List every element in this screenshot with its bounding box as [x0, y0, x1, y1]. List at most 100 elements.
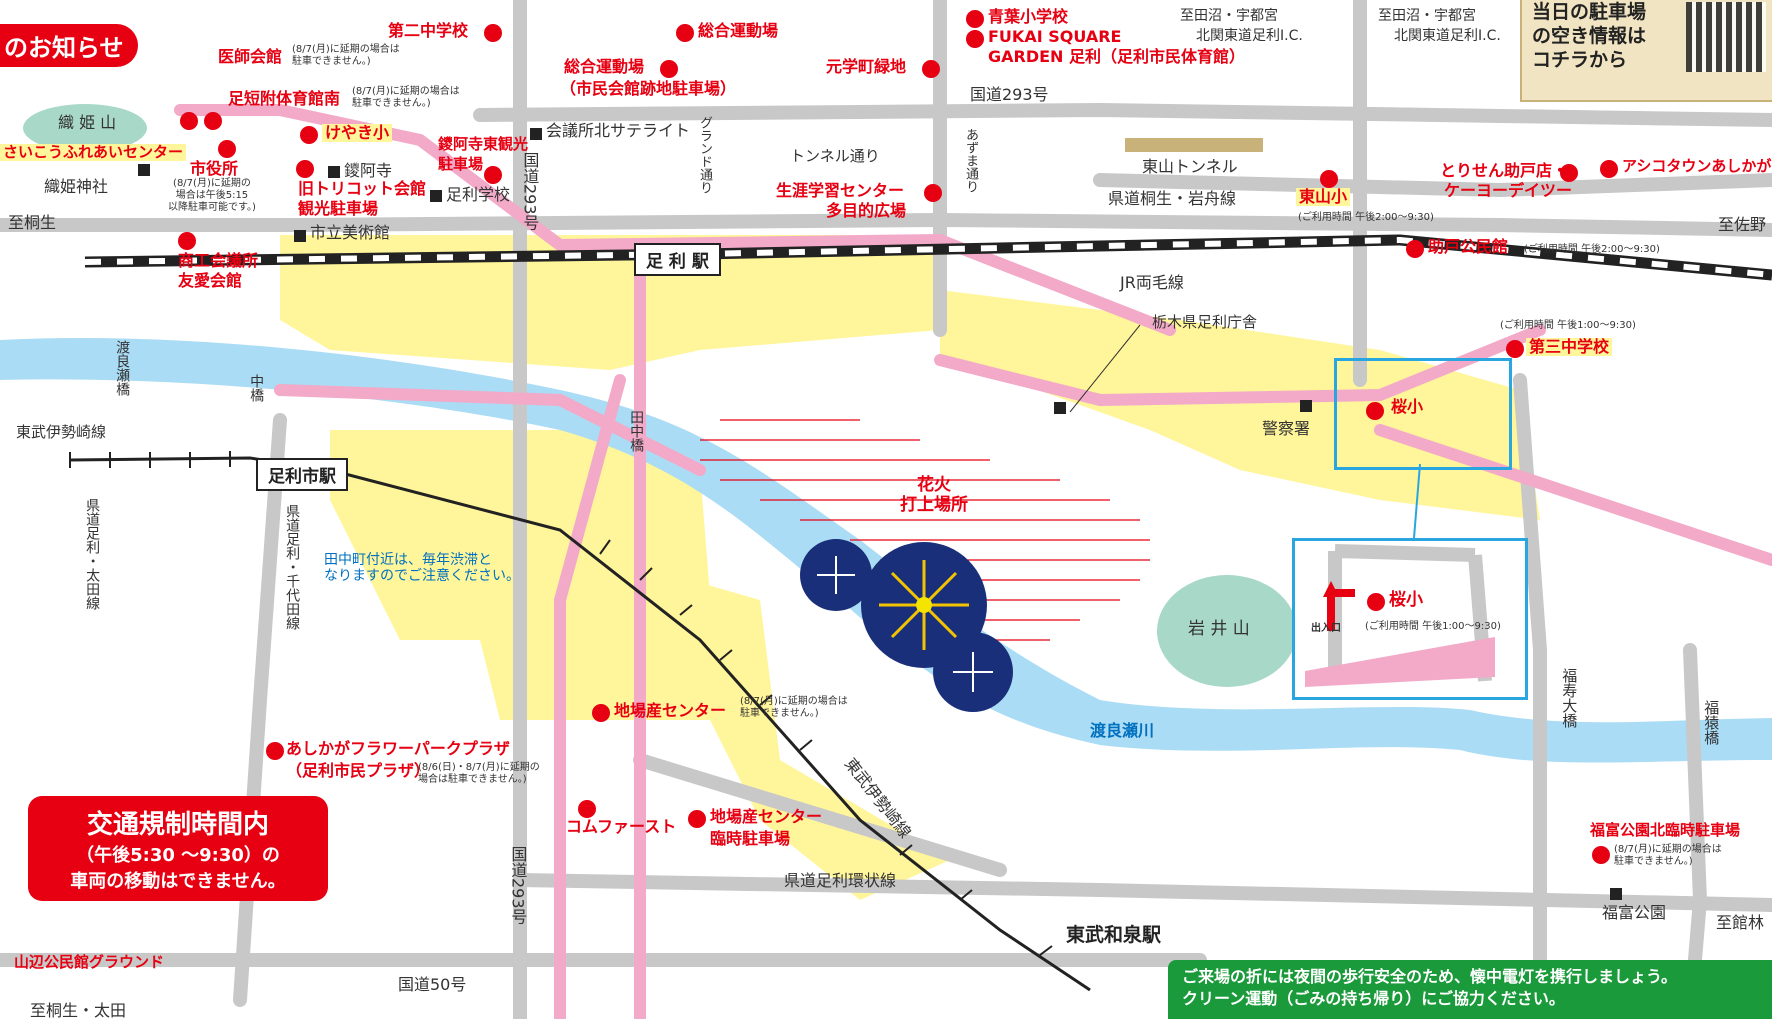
jibasan-temp-label: 地場産センター [710, 807, 823, 826]
parking-sign-line1: 当日の駐車場 [1532, 1, 1647, 23]
keyaki-label: けやき小 [322, 123, 393, 143]
shokokaigisho-marker [178, 232, 196, 250]
ashikaga-gakko-marker [430, 190, 442, 202]
fukutomi-park-marker [1610, 888, 1622, 900]
fukutomi-temp-label: 福富公園北臨時駐車場 [1590, 821, 1741, 839]
fukai-sub: GARDEN 足利（足利市民体育館） [988, 47, 1246, 66]
jibasan-temp-marker [688, 810, 706, 828]
to-kiryu-ota: 至桐生・太田 [30, 1001, 127, 1019]
qr-code-icon[interactable] [1686, 2, 1766, 72]
ashikaga-gakko-label: 足利学校 [446, 185, 511, 204]
tanki-note: (8/7(月)に延期の場合は 駐車できません。) [352, 86, 460, 109]
satellite-label: 会議所北サテライト [546, 121, 691, 140]
watarase-river-shape [0, 338, 1772, 763]
parking-sign-line3: コチラから [1532, 49, 1628, 71]
chiyoda-road: 県道足利・千代田線 [284, 504, 301, 630]
restriction-line2: 車両の移動はできません。 [70, 871, 286, 892]
parking-info-sign: 当日の駐車場 の空き情報は コチラから [1520, 0, 1772, 102]
tricot-sub-label: 観光駐車場 [298, 199, 379, 218]
sogo-parking-label: 総合運動場 [564, 57, 645, 76]
route293-vertical-top: 国道293号 [520, 152, 540, 231]
shogai-label: 生涯学習センター [776, 181, 905, 200]
orihime-shrine-marker [138, 164, 150, 176]
ota-road: 県道足利・太田線 [84, 498, 101, 610]
sakura-marker [1366, 402, 1384, 420]
bannaji-parking-sub: 駐車場 [438, 155, 484, 173]
wakaizumi-station: 東武和泉駅 [1066, 924, 1162, 946]
orihime-yama-label: 織 姫 山 [58, 113, 117, 132]
daisan-label: 第三中学校 [1526, 337, 1613, 357]
sukedo-label: 助戸公民館 [1428, 237, 1509, 256]
grand-street: グランド通り [696, 116, 712, 194]
flower-plaza-label: あしかがフラワーパークプラザ [286, 739, 510, 758]
daini-chu-label: 第二中学校 [388, 21, 469, 40]
sogo-undojo-label: 総合運動場 [698, 21, 779, 40]
sakura-inset-marker [1367, 593, 1385, 611]
keyaki-marker [300, 126, 318, 144]
watarase-bridge: 渡良瀬橋 [114, 340, 131, 396]
higashiyama-marker [1320, 170, 1338, 188]
sukedo-marker [1406, 240, 1424, 258]
torisen-sub: ケーヨーデイツー [1444, 181, 1573, 200]
sakura-label: 桜小 [1388, 397, 1427, 417]
prefecture-office-label: 栃木県足利庁舎 [1152, 313, 1258, 331]
bannaji-label: 鑁阿寺 [344, 161, 393, 180]
higashiyama-label: 東山小 [1296, 187, 1351, 207]
ishi-kaikan-note: (8/7(月)に延期の場合は 駐車できません。) [292, 44, 400, 67]
to-kiryu: 至桐生 [8, 213, 57, 232]
bannaji-parking-label: 鑁阿寺東観光 [438, 135, 529, 153]
shokokaigisho-label: 商工会議所 [178, 251, 259, 270]
fukai-label: FUKAI SQUARE [988, 27, 1122, 46]
art-museum-marker [294, 230, 306, 242]
ishi-kaikan-label: 医師会館 [218, 47, 283, 66]
shogai-marker [924, 184, 942, 202]
inset-connector [1413, 463, 1421, 539]
to-tatebayashi: 至館林 [1716, 913, 1765, 932]
satellite-marker [530, 128, 542, 140]
comfirst-marker [578, 800, 596, 818]
footer-line2: クリーン運動（ごみの持ち帰り）にご協力ください。 [1182, 989, 1565, 1009]
orihime-shrine-label: 織姫神社 [44, 177, 109, 196]
shogai-sub: 多目的広場 [826, 201, 907, 220]
office-leader-line [1069, 324, 1141, 413]
restriction-title: 交通規制時間内 [86, 810, 269, 840]
orihime-hill-shape [23, 104, 147, 152]
tanki-marker [180, 112, 198, 130]
kanjo-road: 県道足利環状線 [784, 871, 897, 890]
naka-bridge: 中橋 [248, 374, 265, 402]
jibasan-label: 地場産センター [614, 701, 727, 720]
tunnel-street: トンネル通り [790, 147, 880, 165]
main-roads [174, 104, 1772, 1019]
tricot-marker [296, 160, 314, 178]
sogo-undojo-marker [676, 24, 694, 42]
fukuen-bridge: 福猿橋 [1702, 700, 1721, 745]
to-sano: 至佐野 [1718, 215, 1767, 234]
ashicotown-label: アシコタウンあしかが [1622, 157, 1772, 175]
parking-sign-line2: の空き情報は [1532, 25, 1647, 47]
jr-ryomo-line [84, 234, 1772, 281]
tunnel-shape [1125, 138, 1263, 152]
firework-burst-small [817, 556, 993, 692]
sakura-area-highlight [1334, 358, 1512, 470]
gengaku-marker [922, 60, 940, 78]
shiyakusho-label: 市役所 [190, 159, 239, 178]
sakura-inset-map: 桜小 出入口 (ご利用時間 午後1:00〜9:30) [1292, 538, 1528, 700]
inset-roads [1305, 544, 1495, 687]
flower-plaza-marker [266, 742, 284, 760]
jibasan-note: (8/7(月)に延期の場合は 駐車できません。) [740, 696, 848, 719]
tobu-line-label-top: 東武伊勢崎線 [16, 423, 107, 441]
restriction-line1: （午後5:30 〜9:30）の [76, 845, 280, 866]
police-marker [1300, 400, 1312, 412]
fukutomi-temp-note: (8/7(月)に延期の場合は 駐車できません。) [1614, 844, 1722, 867]
flower-plaza-sub: （足利市民プラザ） [286, 761, 431, 780]
shiyakusho-note: (8/7(月)に延期の 場合は午後5:15 以降駐車可能です。) [168, 178, 256, 213]
police-label: 警察署 [1262, 419, 1311, 438]
jibasan-temp-sub: 臨時駐車場 [710, 829, 791, 848]
aoba-marker [966, 10, 984, 28]
kiryu-iwafune-road: 県道桐生・岩舟線 [1108, 189, 1237, 208]
jibasan-marker [592, 704, 610, 722]
higashiyama-tunnel: 東山トンネル [1142, 157, 1238, 176]
flower-plaza-note: (8/6(日)・8/7(月)に延期の 場合は駐車できません。) [418, 762, 540, 785]
azuma-street: あずま通り [962, 128, 978, 193]
